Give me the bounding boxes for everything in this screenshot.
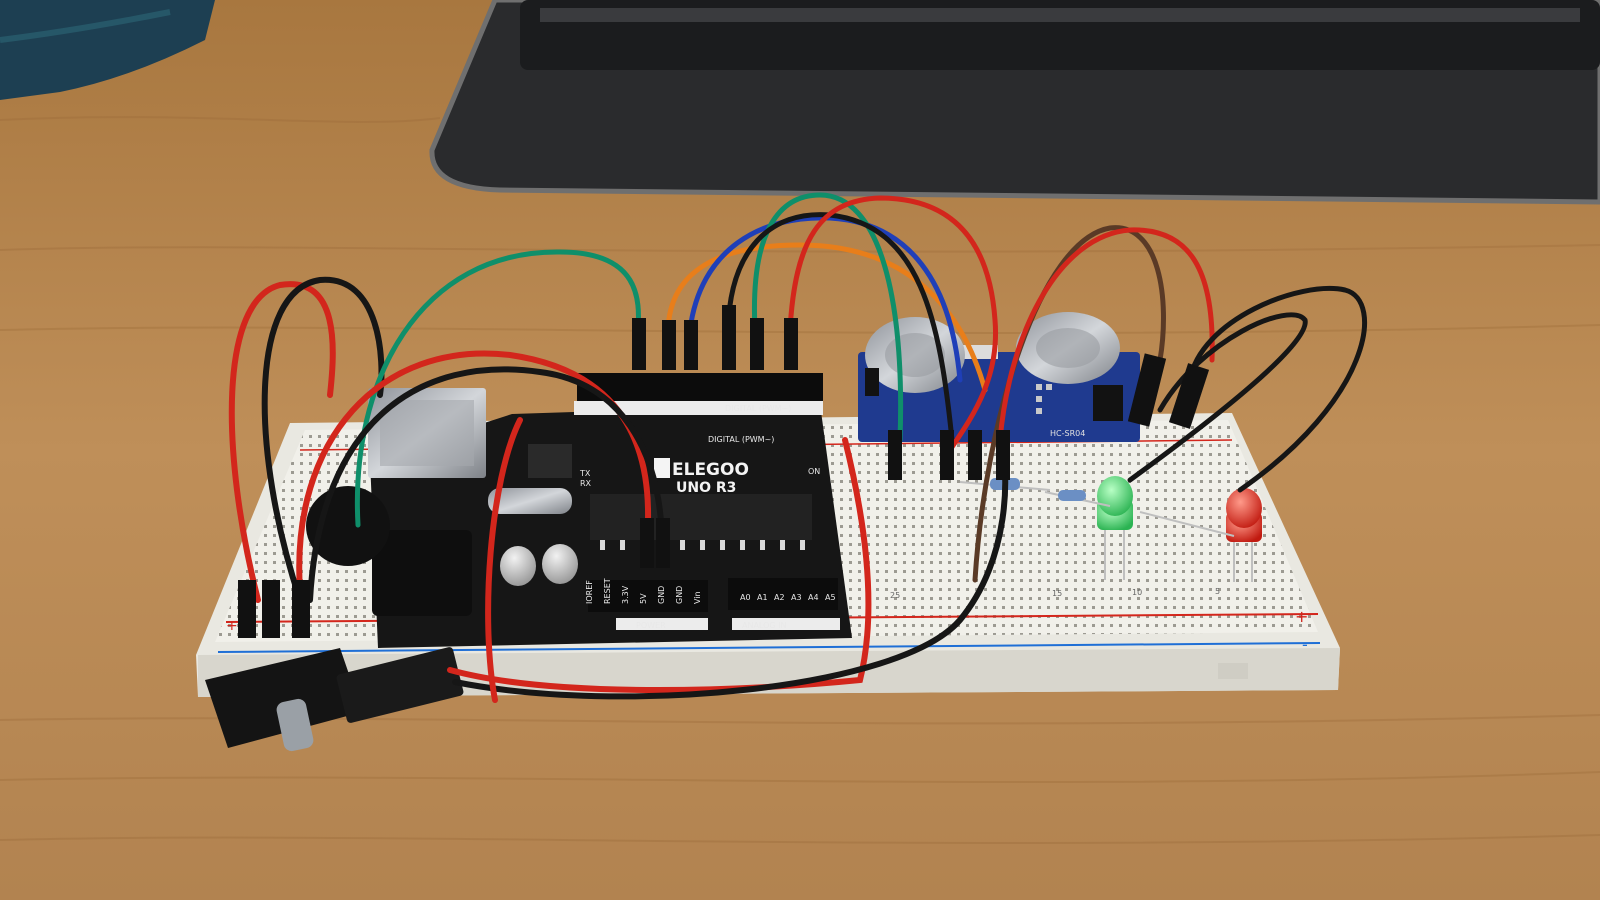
power-label: POWER (636, 621, 666, 630)
blue-cloth (0, 0, 215, 100)
analog-pin-a4: A4 (808, 593, 819, 602)
power-pin-3v3: 3.3V (621, 585, 630, 604)
power-pin-5v: 5V (639, 593, 648, 604)
wire-red-rail (485, 417, 523, 703)
arduino-board: DIGITAL (PWM~) DIGITAL (PWM~) ELEGOO UNO… (368, 373, 852, 648)
row-number-25: 25 (890, 591, 900, 600)
wire-red-right (997, 227, 1215, 443)
wire-green-digital (354, 249, 641, 528)
rail-minus: - (1302, 635, 1308, 654)
wire-black-led-1 (1187, 286, 1367, 493)
resistor-lead-3 (1139, 511, 1235, 537)
wire-black-left (261, 276, 385, 603)
analog-pin-a5: A5 (825, 593, 836, 602)
power-pin-gnd-2: GND (675, 586, 684, 604)
power-pin-ioref: IOREF (585, 580, 594, 604)
jumper-wires (228, 192, 1367, 703)
power-pin-reset: RESET (603, 578, 612, 604)
wire-black-sensor (725, 212, 955, 443)
power-rail-blue (217, 642, 1321, 653)
rx-label: RX (580, 479, 592, 488)
sensor-model-label: HC-SR04 (1050, 429, 1085, 438)
ir-connector (336, 647, 464, 723)
analog-header (728, 578, 838, 610)
power-header (588, 580, 708, 612)
digital-label-top: DIGITAL (PWM~) (725, 404, 791, 413)
board-brand: ELEGOO (672, 460, 749, 480)
header-plugs (238, 305, 1210, 638)
wire-black-bottom (452, 437, 1009, 700)
analog-label: ANALOG IN (742, 621, 787, 630)
analog-pin-a3: A3 (791, 593, 802, 602)
led-red (1226, 488, 1262, 582)
barrel-jack (372, 530, 472, 616)
analog-pin-a0: A0 (740, 593, 751, 602)
board-model: UNO R3 (676, 480, 736, 496)
wire-red-left (228, 281, 336, 603)
power-pin-gnd-1: GND (657, 586, 666, 604)
wire-brown (972, 225, 1166, 583)
tx-label: TX (579, 469, 591, 478)
digital-label: DIGITAL (PWM~) (708, 435, 774, 444)
capacitor-1 (500, 546, 536, 586)
ultrasonic-sensor: HC-SR04 (858, 312, 1140, 442)
wire-red-bottom (447, 437, 872, 693)
wire-red-sensor (787, 195, 999, 453)
row-number-10: 10 (1132, 588, 1142, 597)
rail-plus: + (1295, 607, 1308, 626)
analog-pin-a2: A2 (774, 593, 785, 602)
rail-plus-left: + (226, 618, 238, 634)
row-number-15: 15 (1052, 589, 1062, 598)
power-pin-vin: Vin (693, 591, 702, 604)
wire-black-power (307, 366, 665, 603)
row-number-5: 5 (1215, 587, 1220, 596)
usb-chip (528, 444, 572, 478)
wire-green-sensor (751, 192, 904, 443)
analog-pin-a1: A1 (757, 593, 768, 602)
elegoo-logo-icon (654, 458, 670, 478)
wire-blue (687, 215, 963, 383)
crystal (488, 488, 572, 514)
resistor-2 (1044, 490, 1111, 507)
led-green (1097, 476, 1133, 580)
digital-header-top (577, 373, 823, 401)
on-label: ON (808, 467, 820, 476)
capacitor-2 (542, 544, 578, 584)
ir-module (205, 647, 464, 752)
atmega-chip (590, 494, 812, 540)
wire-black-led-2 (1127, 312, 1308, 483)
